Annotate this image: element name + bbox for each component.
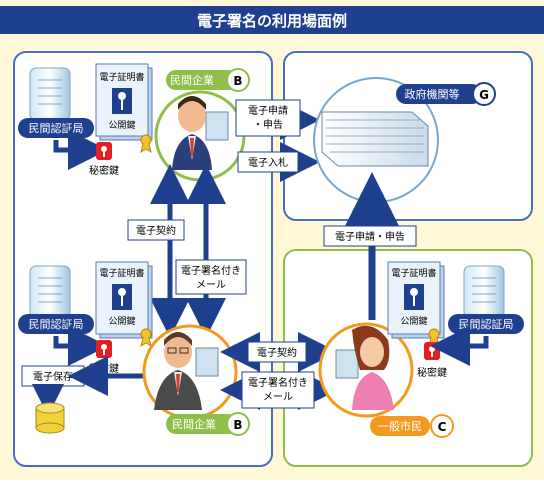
gov-label: 政府機関等 bbox=[405, 87, 460, 101]
storage-label: 電子保存 bbox=[33, 370, 73, 383]
contract-box-horizontal bbox=[247, 341, 307, 363]
org-bottom-badge: B bbox=[233, 418, 242, 432]
org-bottom-badge-circle bbox=[226, 412, 250, 436]
apply-report-label-1: 電子申請 bbox=[248, 104, 288, 117]
mail-box-horizontal bbox=[241, 371, 315, 409]
ca-label-3: 民間認証局 bbox=[459, 317, 514, 331]
org-bottom-label: 民間企業 bbox=[172, 417, 216, 431]
businessman-icon bbox=[172, 96, 229, 170]
key-icon bbox=[96, 142, 112, 160]
server-icon bbox=[29, 265, 71, 319]
cert-title-3: 電子証明書 bbox=[391, 267, 436, 279]
cert-key-2: 公開鍵 bbox=[108, 315, 135, 327]
certificate-icon bbox=[95, 63, 153, 141]
contract-box-vertical bbox=[127, 219, 185, 241]
mail-label-vertical-1: 電子署名付き bbox=[181, 264, 241, 277]
woman-icon bbox=[335, 325, 394, 410]
apply-report-box bbox=[235, 99, 301, 137]
org-bottom-box bbox=[166, 414, 238, 434]
key-icon bbox=[424, 342, 440, 360]
ribbon-icon bbox=[140, 328, 152, 348]
certificate-icon bbox=[95, 261, 153, 339]
ca-to-key-arrow-3 bbox=[430, 326, 489, 366]
org-top-badge: B bbox=[233, 74, 242, 88]
ca-label-2: 民間認証局 bbox=[29, 317, 84, 331]
citizen-badge-circle bbox=[430, 414, 454, 438]
citizen-apply-box bbox=[323, 225, 417, 247]
secret-key-label-3: 秘密鍵 bbox=[417, 366, 447, 379]
ca-to-key-arrow-2 bbox=[53, 326, 108, 366]
org-top-label: 民間企業 bbox=[170, 73, 214, 87]
gov-label-box bbox=[396, 84, 482, 104]
citizen-apply-label: 電子申請・申告 bbox=[335, 230, 405, 243]
ca-to-key-arrow bbox=[53, 130, 108, 170]
title-bar bbox=[0, 6, 544, 34]
contract-label-horizontal: 電子契約 bbox=[257, 346, 297, 359]
secret-key-label-2: 秘密鍵 bbox=[89, 362, 119, 375]
key-icon bbox=[96, 340, 112, 358]
server-icon bbox=[29, 67, 71, 121]
server-icon bbox=[463, 265, 505, 319]
cert-key-3: 公開鍵 bbox=[400, 315, 427, 327]
gov-badge-circle bbox=[472, 82, 496, 106]
bid-label: 電子入札 bbox=[248, 156, 288, 169]
certificate-icon bbox=[387, 261, 445, 339]
cert-title-2: 電子証明書 bbox=[99, 267, 144, 279]
apply-report-label-2: ・申告 bbox=[253, 118, 283, 131]
mail-box-vertical bbox=[175, 259, 247, 295]
ribbon-icon bbox=[140, 134, 152, 154]
database-icon bbox=[35, 402, 65, 434]
citizen-label: 一般市民 bbox=[378, 419, 422, 433]
secret-key-label: 秘密鍵 bbox=[89, 164, 119, 177]
mail-label-horizontal-2: メール bbox=[263, 392, 293, 403]
ca-label: 民間認証局 bbox=[29, 121, 84, 135]
citizen-badge: C bbox=[438, 420, 447, 434]
gov-badge: G bbox=[479, 88, 489, 102]
citizen-label-box bbox=[370, 416, 430, 436]
bid-box bbox=[237, 151, 299, 173]
mail-label-vertical-2: メール bbox=[196, 280, 226, 291]
government-building-icon bbox=[321, 111, 429, 167]
contract-label-vertical: 電子契約 bbox=[136, 224, 176, 237]
businessman-icon bbox=[154, 332, 219, 410]
org-top-badge-circle bbox=[226, 68, 250, 92]
cert-title: 電子証明書 bbox=[99, 71, 144, 83]
page-title: 電子署名の利用場面例 bbox=[197, 12, 347, 30]
cert-key: 公開鍵 bbox=[108, 119, 135, 131]
org-top-box bbox=[166, 70, 238, 90]
mail-label-horizontal-1: 電子署名付き bbox=[248, 376, 308, 389]
